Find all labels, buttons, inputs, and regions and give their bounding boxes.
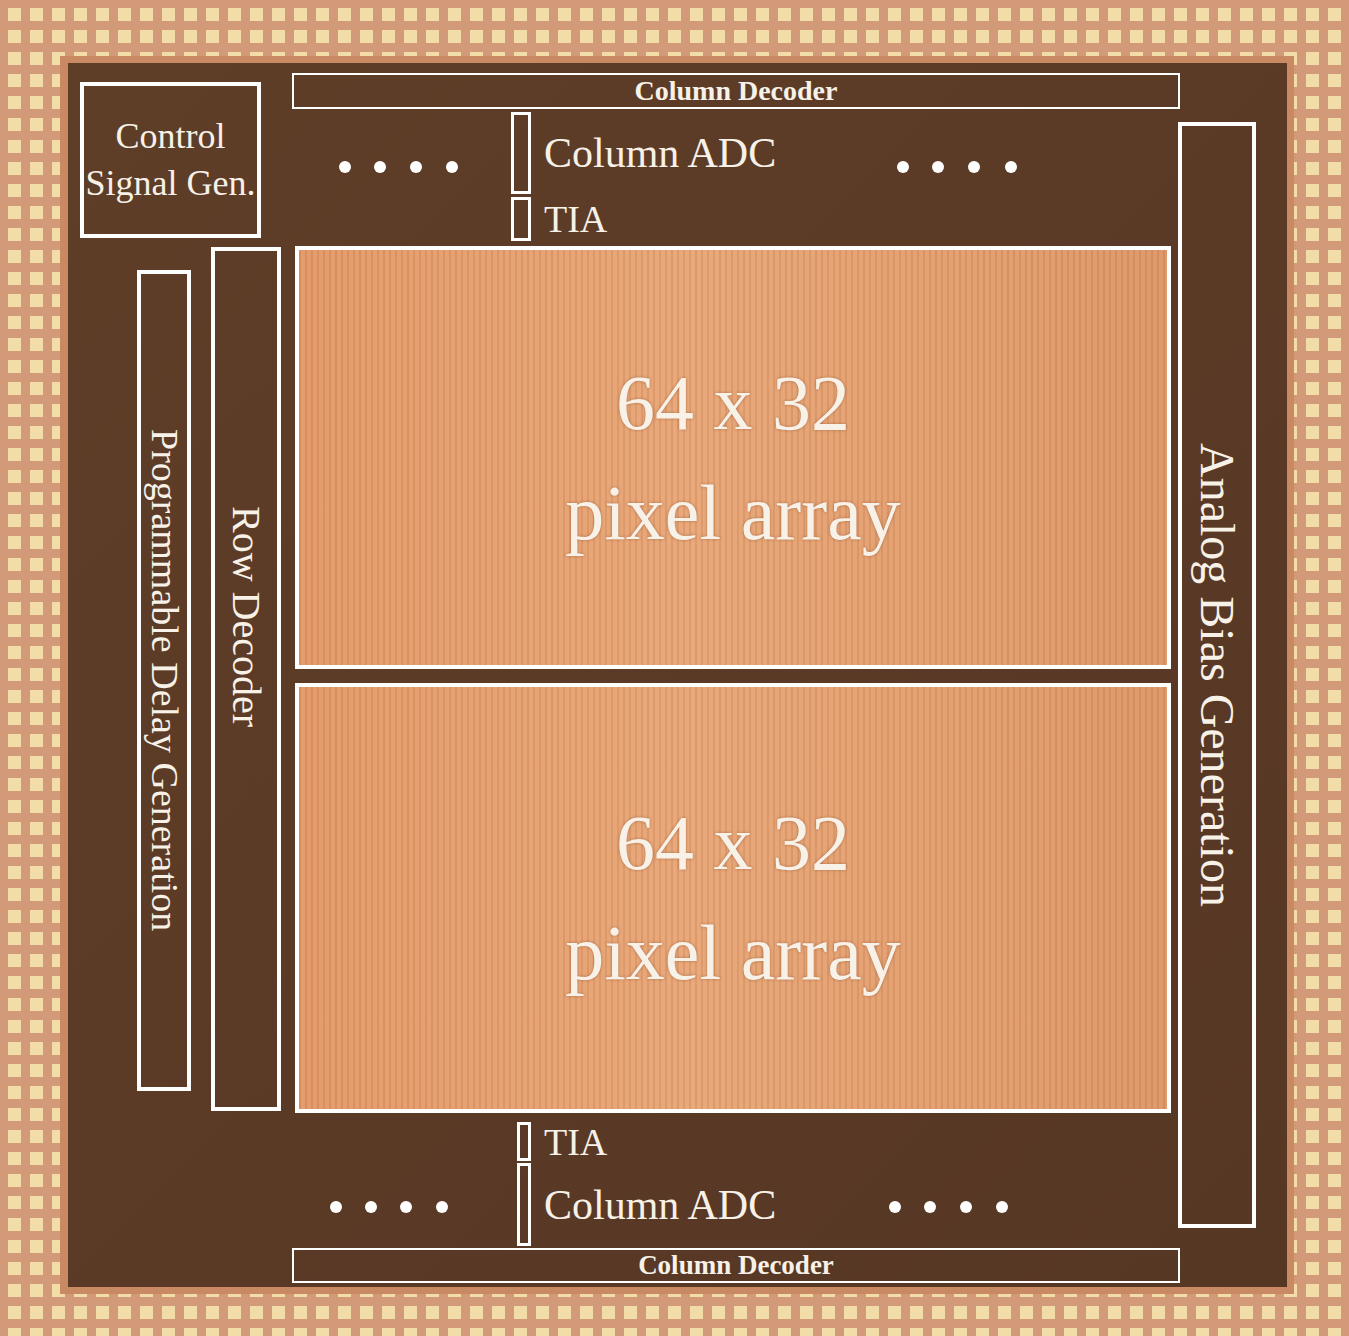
bias-block: Analog Bias Generation <box>1178 122 1256 1228</box>
block-label: 64 x 32 pixel array <box>563 788 903 1008</box>
block-label: Control Signal Gen. <box>85 113 257 207</box>
adc-block: Column ADC <box>511 112 531 194</box>
row-decoder-block: Row Decoder <box>211 247 281 1111</box>
control-block: Control Signal Gen. <box>80 82 261 238</box>
pixel-array: 64 x 32 pixel array <box>295 683 1171 1113</box>
tia-block: TIA <box>517 1122 531 1161</box>
core-area <box>68 63 1287 1287</box>
block-label: Column Decoder <box>635 77 838 105</box>
seal-ring <box>60 56 1294 1294</box>
block-label: Programmable Delay Generation <box>143 429 185 931</box>
block-label: TIA <box>544 200 607 238</box>
block-label: 64 x 32 pixel array <box>563 348 903 568</box>
decoder-bar: Column Decoder <box>292 1248 1180 1283</box>
block-label: TIA <box>544 1123 607 1161</box>
tia-block: TIA <box>511 197 531 241</box>
block-label: Row Decoder <box>224 506 268 727</box>
block-label: Column ADC <box>544 132 776 174</box>
block-label: Column Decoder <box>638 1252 834 1279</box>
block-label: Analog Bias Generation <box>1191 443 1244 907</box>
pixel-array: 64 x 32 pixel array <box>295 246 1171 669</box>
block-label: Column ADC <box>544 1184 776 1226</box>
adc-block: Column ADC <box>517 1163 531 1246</box>
delay-block: Programmable Delay Generation <box>137 270 191 1091</box>
decoder-bar: Column Decoder <box>292 73 1180 109</box>
